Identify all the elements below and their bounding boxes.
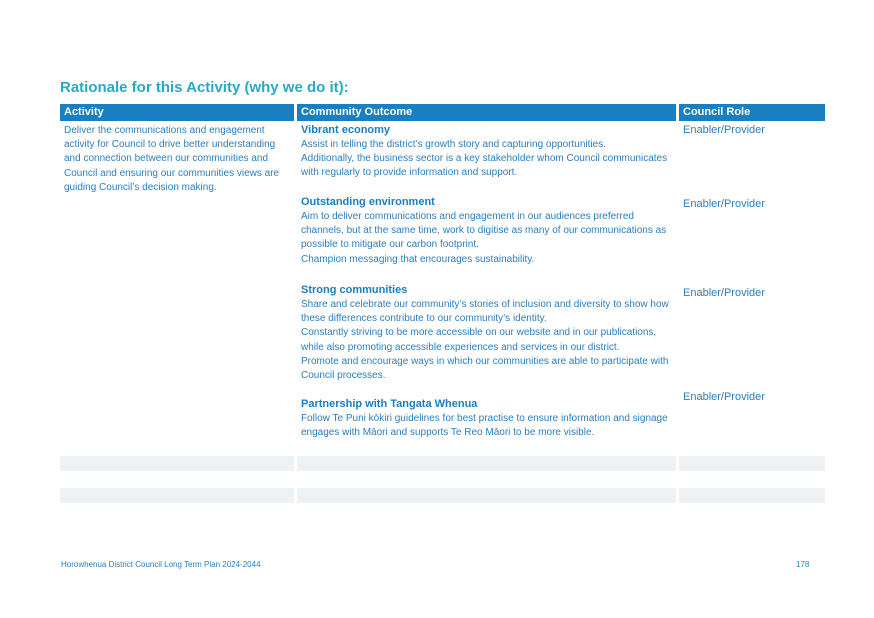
- activity-description: Deliver the communications and engagemen…: [64, 125, 280, 193]
- role-vibrant-economy: Enabler/Provider: [683, 124, 765, 136]
- header-community-outcome: Community Outcome: [297, 104, 676, 121]
- outcome-title-vibrant-economy: Vibrant economy: [301, 124, 391, 136]
- outcome-body-vibrant-economy: Assist in telling the district’s growth …: [301, 139, 668, 179]
- outcome-title-partnership-tangata-whenua: Partnership with Tangata Whenua: [301, 398, 478, 410]
- outcome-body-outstanding-environment: Aim to deliver communications and engage…: [301, 211, 667, 265]
- blank-cell-row1-role: [679, 456, 825, 471]
- blank-cell-row1-activity: [60, 456, 294, 471]
- page-number: 178: [796, 560, 810, 569]
- header-activity: Activity: [60, 104, 294, 121]
- footer-document-title: Horowhenua District Council Long Term Pl…: [61, 560, 261, 569]
- outcome-body-partnership-tangata-whenua: Follow Te Puni kōkiri guidelines for bes…: [301, 413, 668, 439]
- section-heading: Rationale for this Activity (why we do i…: [60, 79, 349, 96]
- blank-cell-row2-role: [679, 488, 825, 503]
- blank-cell-row1-outcome: [297, 456, 676, 471]
- outcome-title-outstanding-environment: Outstanding environment: [301, 196, 435, 208]
- blank-cell-row2-outcome: [297, 488, 676, 503]
- header-council-role: Council Role: [679, 104, 825, 121]
- role-partnership-tangata-whenua: Enabler/Provider: [683, 391, 765, 403]
- blank-cell-row2-activity: [60, 488, 294, 503]
- outcome-title-strong-communities: Strong communities: [301, 284, 408, 296]
- role-strong-communities: Enabler/Provider: [683, 287, 765, 299]
- role-outstanding-environment: Enabler/Provider: [683, 198, 765, 210]
- outcome-body-strong-communities: Share and celebrate our community’s stor…: [301, 299, 669, 382]
